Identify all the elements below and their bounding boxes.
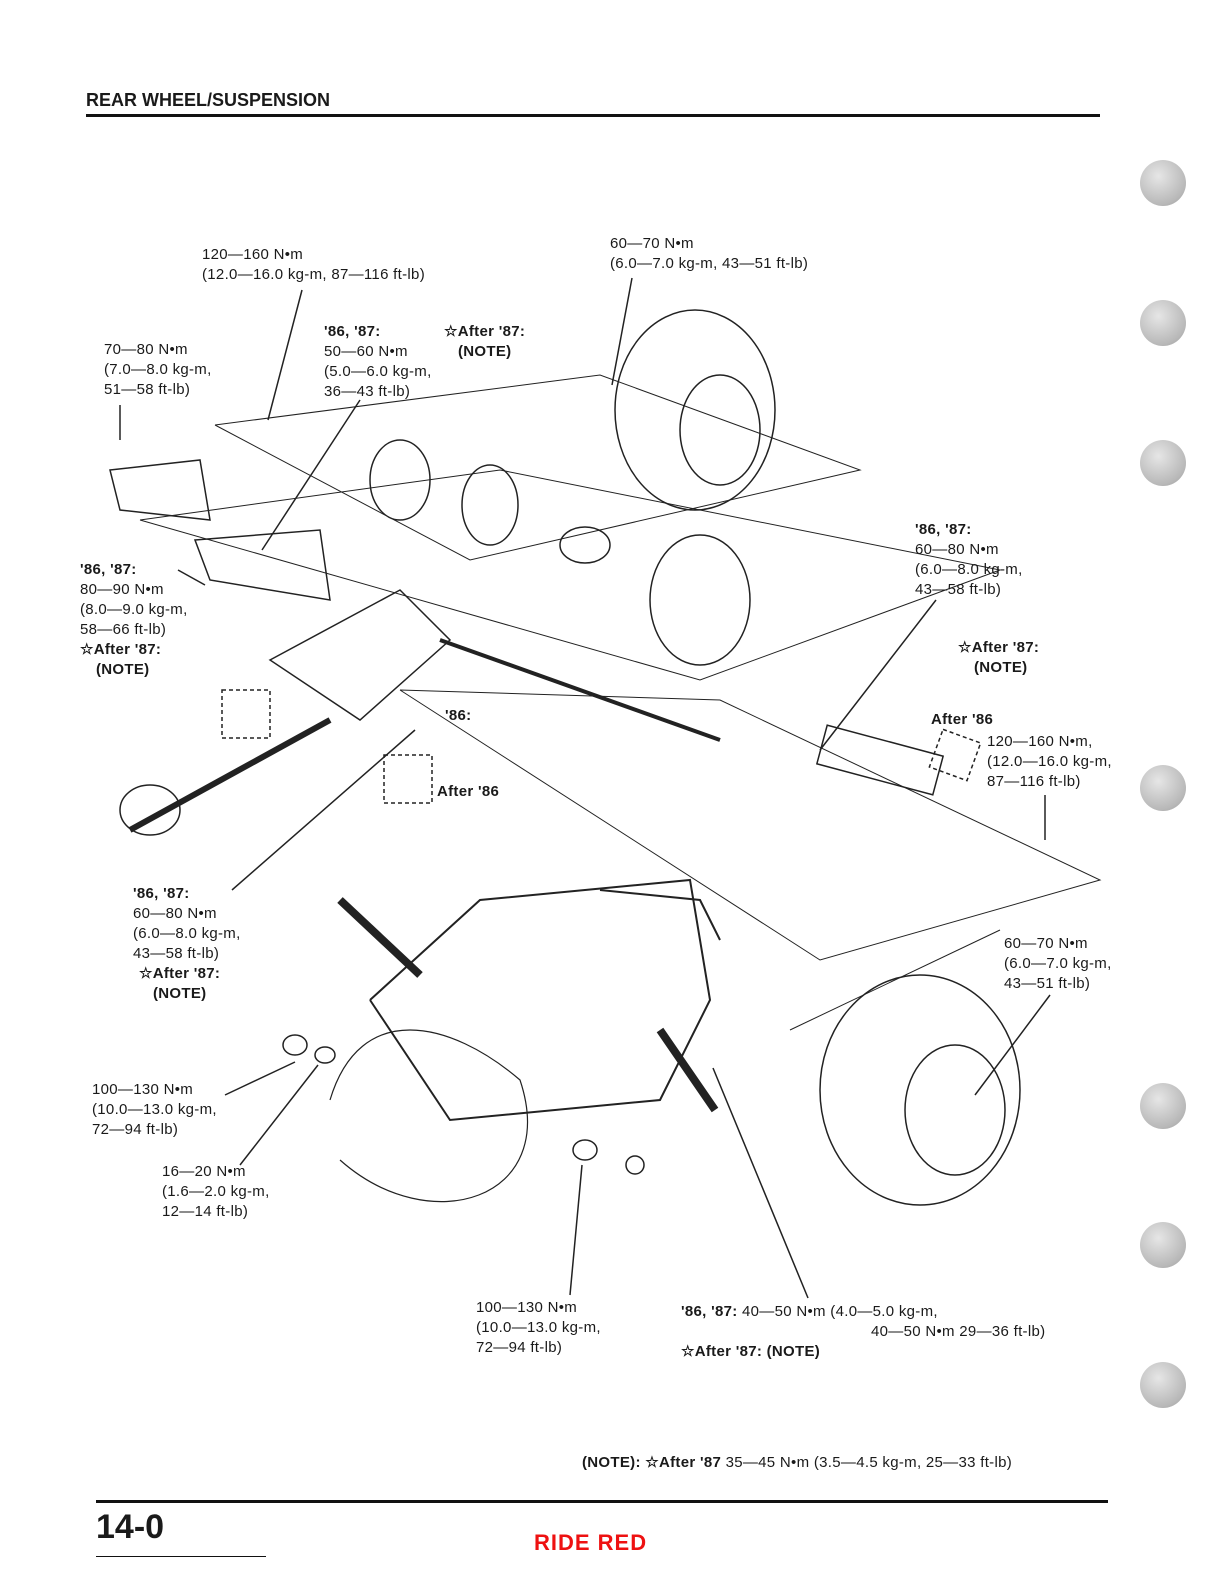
note-ref: ☆After '87: (NOTE) xyxy=(444,322,525,362)
torque-alt: 43—58 ft-lb) xyxy=(915,581,1002,598)
torque-alt: (5.0—6.0 kg-m, xyxy=(324,363,432,380)
torque-alt: (6.0—8.0 kg-m, xyxy=(915,561,1023,578)
torque-nm: 100—130 N•m xyxy=(476,1299,578,1316)
torque-alt: 72—94 ft-lb) xyxy=(92,1121,179,1138)
torque-nm: 70—80 N•m xyxy=(104,341,188,358)
torque-alt: 58—66 ft-lb) xyxy=(80,621,167,638)
page-number: 14-0 xyxy=(96,1508,165,1546)
after-87: ☆After '87: xyxy=(444,323,526,340)
note-torque: 35—45 N•m (3.5—4.5 kg-m, 25—33 ft-lb) xyxy=(725,1454,1013,1471)
torque-label: 60—70 N•m (6.0—7.0 kg-m, 43—51 ft-lb) xyxy=(1004,934,1112,994)
binder-hole xyxy=(1140,1083,1186,1129)
note-link: (NOTE) xyxy=(974,659,1028,676)
torque-nm: 60—80 N•m xyxy=(133,905,217,922)
after-87: ☆After '87: xyxy=(139,965,221,982)
torque-alt: 43—58 ft-lb) xyxy=(133,945,220,962)
torque-label: '86, '87: 60—80 N•m (6.0—8.0 kg-m, 43—58… xyxy=(915,520,1023,600)
binder-hole xyxy=(1140,1362,1186,1408)
model-years: '86, '87: xyxy=(681,1303,738,1320)
binder-hole xyxy=(1140,440,1186,486)
torque-nm: 60—70 N•m xyxy=(610,235,694,252)
note-link: (NOTE) xyxy=(458,343,512,360)
torque-label: 100—130 N•m (10.0—13.0 kg-m, 72—94 ft-lb… xyxy=(92,1080,217,1140)
note-link: (NOTE) xyxy=(96,661,150,678)
model-years: '86, '87: xyxy=(915,521,972,538)
torque-nm: 100—130 N•m xyxy=(92,1081,194,1098)
torque-label: 70—80 N•m (7.0—8.0 kg-m, 51—58 ft-lb) xyxy=(104,340,212,400)
torque-nm: 50—60 N•m xyxy=(324,343,408,360)
model-years: '86, '87: xyxy=(133,885,190,902)
page-number-underline xyxy=(96,1556,266,1557)
footnote: (NOTE): ☆After '87 35—45 N•m (3.5—4.5 kg… xyxy=(582,1453,1012,1473)
torque-alt: 87—116 ft-lb) xyxy=(987,773,1081,790)
torque-label: 16—20 N•m (1.6—2.0 kg-m, 12—14 ft-lb) xyxy=(162,1162,270,1222)
note-heading: (NOTE): xyxy=(582,1454,641,1471)
after-87: ☆After '87: xyxy=(80,641,162,658)
model-years: '86, '87: xyxy=(324,323,381,340)
torque-alt: (12.0—16.0 kg-m, 87—116 ft-lb) xyxy=(202,266,425,283)
torque-nm: 60—70 N•m xyxy=(1004,935,1088,952)
torque-alt: 36—43 ft-lb) xyxy=(324,383,411,400)
torque-nm: 80—90 N•m xyxy=(80,581,164,598)
note-link: (NOTE) xyxy=(153,985,207,1002)
torque-label: '86, '87: 40—50 N•m (4.0—5.0 kg-m, 40—50… xyxy=(681,1302,1045,1342)
binder-hole xyxy=(1140,300,1186,346)
torque-nm: 120—160 N•m xyxy=(202,246,304,263)
torque-alt: 43—51 ft-lb) xyxy=(1004,975,1091,992)
torque-alt: (6.0—7.0 kg-m, 43—51 ft-lb) xyxy=(610,255,809,272)
torque-label: '86, '87: 80—90 N•m (8.0—9.0 kg-m, 58—66… xyxy=(80,560,188,680)
torque-alt: (1.6—2.0 kg-m, xyxy=(162,1183,270,1200)
torque-label: 120—160 N•m (12.0—16.0 kg-m, 87—116 ft-l… xyxy=(202,245,425,285)
model-years: '86, '87: xyxy=(80,561,137,578)
torque-alt: 72—94 ft-lb) xyxy=(476,1339,563,1356)
binder-hole xyxy=(1140,160,1186,206)
torque-alt: (6.0—7.0 kg-m, xyxy=(1004,955,1112,972)
torque-nm: 60—80 N•m xyxy=(915,541,999,558)
torque-label: 120—160 N•m, (12.0—16.0 kg-m, 87—116 ft-… xyxy=(987,732,1112,792)
torque-label: '86, '87: 60—80 N•m (6.0—8.0 kg-m, 43—58… xyxy=(133,884,241,1004)
brand-watermark: RIDE RED xyxy=(534,1530,648,1555)
torque-alt: (10.0—13.0 kg-m, xyxy=(92,1101,217,1118)
torque-alt: (8.0—9.0 kg-m, xyxy=(80,601,188,618)
binder-hole xyxy=(1140,765,1186,811)
note-ref: ☆After '87: (NOTE) xyxy=(958,638,1039,678)
note-ref: ☆After '87: (NOTE) xyxy=(681,1343,821,1360)
torque-nm: 16—20 N•m xyxy=(162,1163,246,1180)
torque-label: 60—70 N•m (6.0—7.0 kg-m, 43—51 ft-lb) xyxy=(610,234,808,274)
header-rule xyxy=(86,114,1100,117)
variant-label: After '86 xyxy=(931,711,994,728)
torque-nm: 120—160 N•m, xyxy=(987,733,1093,750)
torque-alt: (6.0—8.0 kg-m, xyxy=(133,925,241,942)
torque-nm: 40—50 N•m (4.0—5.0 kg-m, xyxy=(742,1303,938,1320)
variant-label: After '86 xyxy=(437,783,500,800)
torque-alt: (10.0—13.0 kg-m, xyxy=(476,1319,601,1336)
torque-alt: (12.0—16.0 kg-m, xyxy=(987,753,1112,770)
torque-alt: 12—14 ft-lb) xyxy=(162,1203,249,1220)
after-87: ☆After '87 xyxy=(645,1454,722,1471)
footer-rule xyxy=(96,1500,1108,1503)
torque-alt: 40—50 N•m 29—36 ft-lb) xyxy=(871,1323,1046,1340)
torque-label: '86, '87: 50—60 N•m (5.0—6.0 kg-m, 36—43… xyxy=(324,322,432,402)
torque-alt: (7.0—8.0 kg-m, xyxy=(104,361,212,378)
torque-label: 100—130 N•m (10.0—13.0 kg-m, 72—94 ft-lb… xyxy=(476,1298,601,1358)
binder-hole xyxy=(1140,1222,1186,1268)
section-title: REAR WHEEL/SUSPENSION xyxy=(86,90,331,110)
variant-label: '86: xyxy=(445,707,472,724)
after-87: ☆After '87: xyxy=(958,639,1040,656)
torque-alt: 51—58 ft-lb) xyxy=(104,381,191,398)
